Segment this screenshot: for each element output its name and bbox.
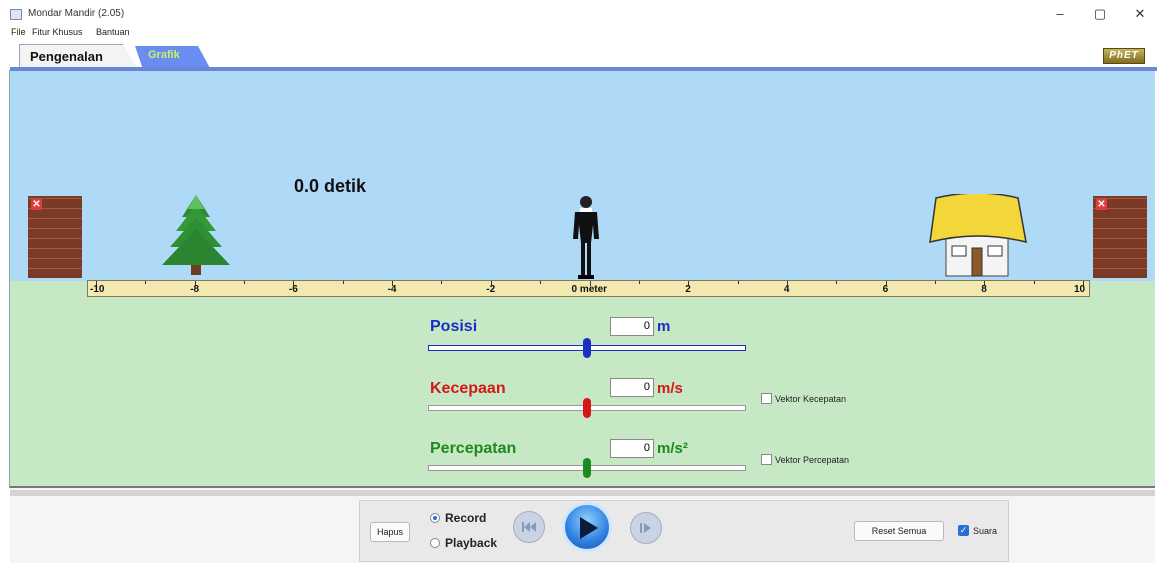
ruler-tick-label: 10 <box>1074 284 1086 295</box>
ruler-minor-tick <box>441 281 443 284</box>
phet-logo[interactable]: PhET <box>1103 48 1145 64</box>
play-icon <box>580 517 598 539</box>
wall-left-close-icon[interactable]: ✕ <box>31 199 42 210</box>
ruler-major-tick <box>1083 281 1084 286</box>
ruler-tick-label: -8 <box>190 284 200 295</box>
menu-special-features[interactable]: Fitur Khusus <box>32 27 83 37</box>
close-button[interactable]: ✕ <box>1134 6 1146 21</box>
window-title: Mondar Mandir (2.05) <box>28 8 125 19</box>
tab-underline <box>10 67 1157 71</box>
sound-checkbox[interactable]: ✓ <box>958 525 969 536</box>
ruler-minor-tick <box>244 281 246 284</box>
ruler-major-tick <box>293 281 295 286</box>
step-forward-icon <box>640 523 651 533</box>
ruler-tick-label: 6 <box>882 284 889 295</box>
ruler-minor-tick <box>145 281 147 284</box>
ruler-minor-tick <box>638 281 640 284</box>
acceleration-input[interactable]: 0 <box>610 439 654 458</box>
record-label[interactable]: Record <box>445 511 487 525</box>
ruler-minor-tick <box>737 281 739 284</box>
ruler-minor-tick <box>934 281 936 284</box>
rewind-button[interactable] <box>513 511 545 543</box>
ruler-major-tick <box>786 281 788 286</box>
velocity-vector-checkbox[interactable] <box>761 393 772 404</box>
record-radio[interactable] <box>430 513 440 523</box>
position-ruler: -10 -8 -6 -4 -2 0 meter 2 4 6 8 10 <box>87 280 1090 297</box>
clear-button[interactable]: Hapus <box>370 522 410 542</box>
play-button[interactable] <box>562 502 612 552</box>
rewind-icon <box>522 522 536 532</box>
step-forward-button[interactable] <box>630 512 662 544</box>
position-input[interactable]: 0 <box>610 317 654 336</box>
velocity-slider-thumb[interactable] <box>583 398 591 418</box>
house-icon <box>929 194 1027 277</box>
velocity-label: Kecepaan <box>430 380 506 397</box>
divider <box>10 486 1155 488</box>
menu-bar <box>0 26 1157 40</box>
position-unit: m <box>657 318 671 335</box>
ruler-tick-label: 4 <box>783 284 790 295</box>
menu-file[interactable]: File <box>11 27 26 37</box>
acceleration-label: Percepatan <box>430 440 517 457</box>
scroll-divider <box>10 490 1155 496</box>
acceleration-vector-label[interactable]: Vektor Percepatan <box>775 455 850 465</box>
ruler-major-tick <box>194 281 196 286</box>
ruler-major-tick <box>984 281 986 286</box>
acceleration-unit: m/s² <box>657 440 688 457</box>
tree-icon <box>162 195 230 275</box>
sound-label[interactable]: Suara <box>973 526 998 536</box>
ruler-major-tick <box>885 281 887 286</box>
ruler-tick-label: -10 <box>90 284 105 295</box>
app-icon <box>10 9 22 20</box>
ruler-major-tick <box>490 281 492 286</box>
playback-radio[interactable] <box>430 538 440 548</box>
ruler-minor-tick <box>836 281 838 284</box>
position-slider-thumb[interactable] <box>583 338 591 358</box>
maximize-button[interactable]: ▢ <box>1093 6 1107 21</box>
playback-label[interactable]: Playback <box>445 536 498 550</box>
velocity-unit: m/s <box>657 380 683 397</box>
acceleration-slider-thumb[interactable] <box>583 458 591 478</box>
sim-border <box>9 70 1156 488</box>
ruler-tick-label: 0 meter <box>571 284 608 295</box>
ruler-major-tick <box>688 281 690 286</box>
tab-introduction-label[interactable]: Pengenalan <box>30 49 103 64</box>
time-readout: 0.0 detik <box>294 176 367 196</box>
ruler-major-tick <box>392 281 394 286</box>
ruler-tick-label: -4 <box>387 284 397 295</box>
minimize-button[interactable]: – <box>1056 6 1064 21</box>
phet-logo-text: PhET <box>1109 50 1139 61</box>
tab-graph-label[interactable]: Grafik <box>148 49 180 61</box>
reset-all-button[interactable]: Reset Semua <box>854 521 944 541</box>
ruler-minor-tick <box>1033 281 1035 284</box>
position-label: Posisi <box>430 318 478 335</box>
ruler-major-tick <box>96 281 97 286</box>
velocity-vector-label[interactable]: Vektor Kecepatan <box>775 394 847 404</box>
menu-help[interactable]: Bantuan <box>96 27 130 37</box>
velocity-input[interactable]: 0 <box>610 378 654 397</box>
ruler-tick-label: 2 <box>685 284 691 295</box>
ruler-minor-tick <box>540 281 542 284</box>
acceleration-vector-checkbox[interactable] <box>761 454 772 465</box>
ruler-tick-label: -2 <box>486 284 496 295</box>
person-icon <box>573 196 599 279</box>
ruler-minor-tick <box>342 281 344 284</box>
title-bar <box>0 0 1157 26</box>
tab-graph[interactable] <box>135 46 210 68</box>
wall-right-close-icon[interactable]: ✕ <box>1096 199 1107 210</box>
ruler-major-tick <box>589 281 591 286</box>
ruler-tick-label: -6 <box>288 284 298 295</box>
ruler-tick-label: 8 <box>981 284 987 295</box>
play-area-ground <box>10 281 1155 486</box>
